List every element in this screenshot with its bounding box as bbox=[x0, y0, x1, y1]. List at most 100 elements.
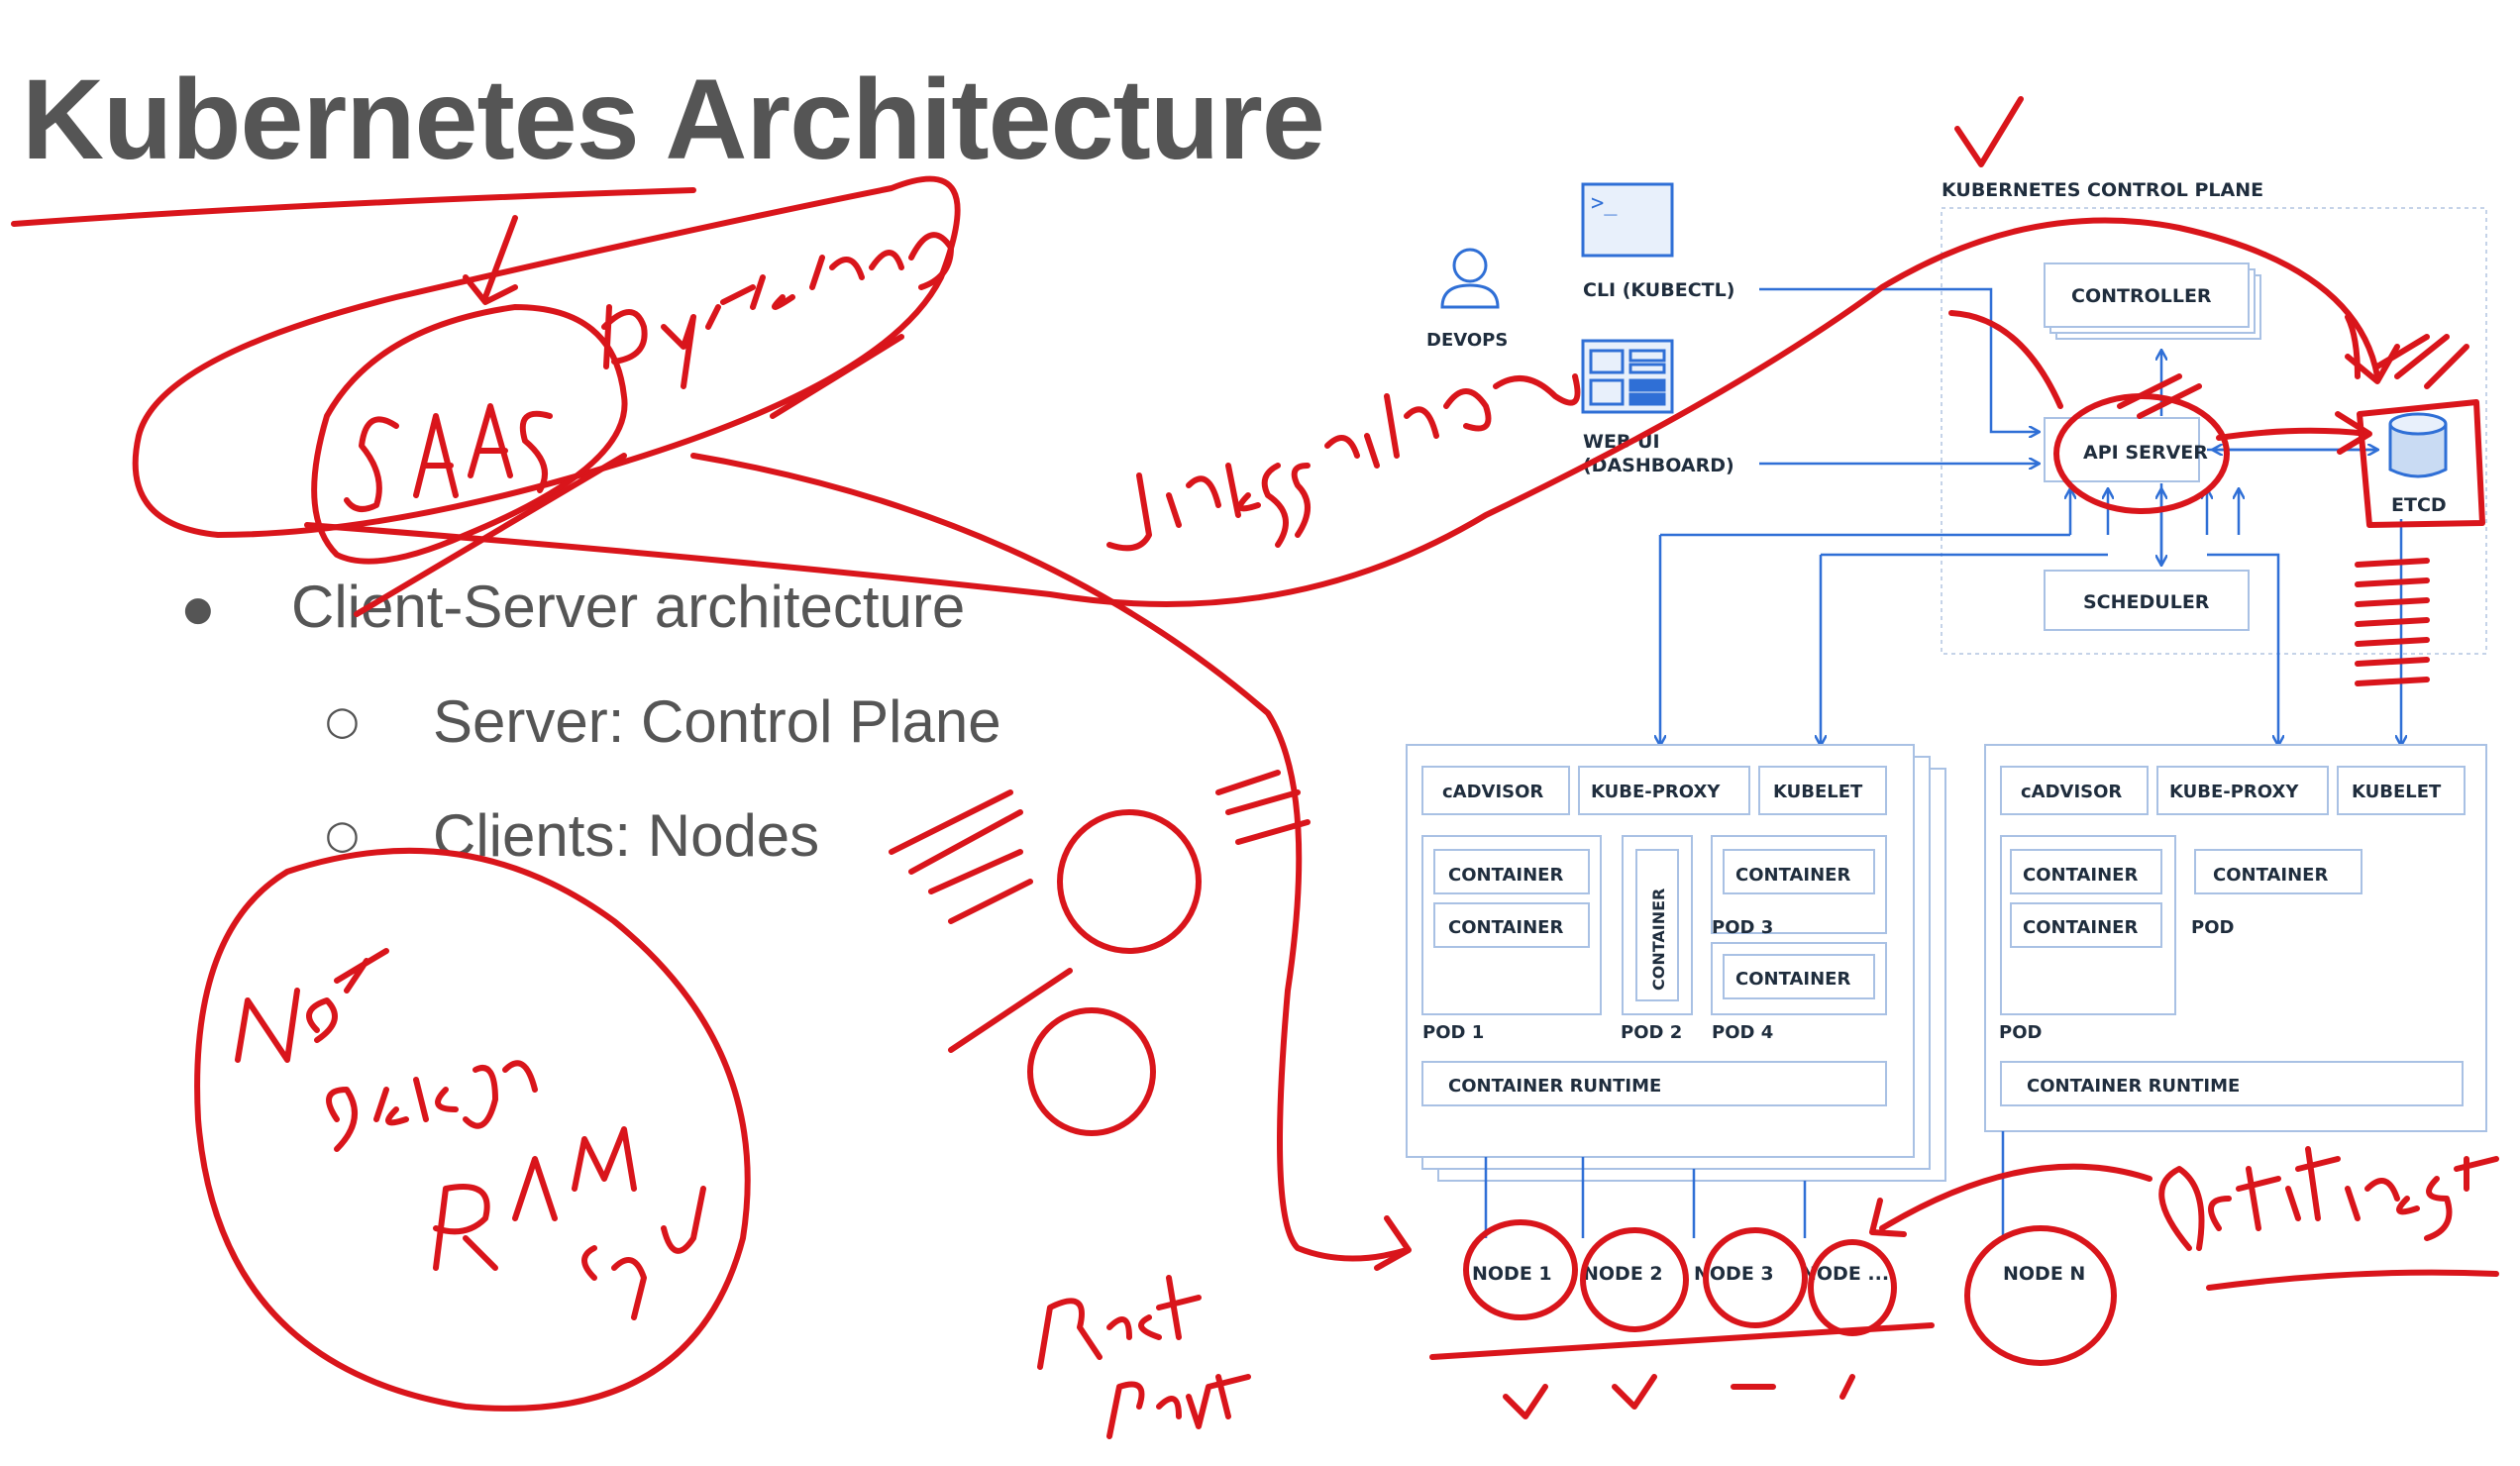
node-1-label: NODE 1 bbox=[1472, 1263, 1552, 1285]
scheduler-label: SCHEDULER bbox=[2083, 591, 2210, 613]
pod-4-label: POD 4 bbox=[1712, 1022, 1773, 1043]
pod-1-container-2 bbox=[1433, 902, 1590, 948]
node-left-kubelet-label: KUBELET bbox=[1773, 782, 1863, 802]
node-connector-lines bbox=[1484, 1131, 2005, 1238]
pod-3-label: POD 3 bbox=[1712, 917, 1773, 938]
pod-3-container bbox=[1723, 849, 1875, 894]
database-icon bbox=[2388, 412, 2448, 478]
strike-line-1 bbox=[354, 453, 627, 617]
arrow-to-saas-stroke bbox=[463, 215, 518, 305]
api-server-tick bbox=[2117, 373, 2202, 419]
node-n-label: NODE N bbox=[2003, 1263, 2085, 1285]
node-right-kubelet bbox=[2337, 766, 2466, 815]
api-server-label: API SERVER bbox=[2083, 442, 2208, 464]
node-n-circle bbox=[1964, 1225, 2117, 1366]
pod-2-label: POD 2 bbox=[1621, 1022, 1682, 1043]
etcd-marks-stroke bbox=[2345, 314, 2469, 389]
pod-4-container bbox=[1723, 954, 1875, 999]
bullet-marker-3: ○ bbox=[325, 812, 360, 858]
node-left-kubelet bbox=[1758, 766, 1887, 815]
node-right-cadvisor bbox=[2000, 766, 2149, 815]
resources-circle-stroke bbox=[194, 847, 751, 1412]
pod-1-label: POD 1 bbox=[1422, 1022, 1484, 1043]
node-left-cadvisor bbox=[1421, 766, 1570, 815]
activegate-arrow-stroke bbox=[1879, 1163, 2152, 1231]
node-right-runtime-label: CONTAINER RUNTIME bbox=[2027, 1076, 2240, 1097]
node-ticks-stroke bbox=[1503, 1374, 1855, 1419]
curve-to-nodes-arrowhead bbox=[1374, 1215, 1412, 1271]
pod-2-container-label: CONTAINER bbox=[1649, 889, 1668, 991]
node-right-pod-b-container bbox=[2194, 849, 2362, 894]
node-right-kubeproxy bbox=[2156, 766, 2329, 815]
node-left-kubeproxy bbox=[1578, 766, 1750, 815]
integration-text-stroke bbox=[1106, 373, 1581, 552]
devops-label: DEVOPS bbox=[1426, 330, 1508, 351]
node-2-label: NODE 2 bbox=[1583, 1263, 1663, 1285]
controller-label: CONTROLLER bbox=[2071, 285, 2212, 307]
node-3-circle bbox=[1703, 1227, 1808, 1328]
controller-box bbox=[2044, 262, 2250, 328]
api-etcd-arrowhead bbox=[2335, 411, 2372, 455]
pod-3-container-label: CONTAINER bbox=[1735, 865, 1850, 886]
saas-oval-stroke bbox=[311, 304, 628, 565]
node-right-pod-a-container-1-label: CONTAINER bbox=[2023, 865, 2138, 886]
bullet-server-control-plane: Server: Control Plane bbox=[433, 688, 1001, 755]
rest-point-text-stroke bbox=[1037, 1275, 1251, 1439]
net-text-stroke bbox=[235, 948, 389, 1063]
pod-1-container-1-label: CONTAINER bbox=[1448, 865, 1563, 886]
node-right-cadvisor-label: cADVISOR bbox=[2021, 782, 2122, 802]
node-right-pod-b-container-label: CONTAINER bbox=[2213, 865, 2328, 886]
node-right-kubelet-label: KUBELET bbox=[2352, 782, 2442, 802]
node-strike-stroke bbox=[1429, 1322, 1935, 1360]
scheduler-box bbox=[2044, 570, 2250, 631]
bullet-marker-1: ● bbox=[183, 589, 213, 629]
cli-label: CLI (KUBECTL) bbox=[1583, 279, 1734, 301]
api-etcd-arrow-stroke bbox=[2216, 427, 2370, 441]
activegate-text-stroke bbox=[2158, 1146, 2499, 1251]
api-server-box bbox=[2044, 417, 2200, 482]
saas-loop-stroke bbox=[132, 175, 961, 538]
sun-circle-stroke bbox=[1057, 809, 1202, 954]
node-right-runtime bbox=[2000, 1061, 2464, 1106]
node-2-circle bbox=[1580, 1227, 1689, 1332]
bullet-marker-2: ○ bbox=[325, 698, 360, 744]
etcd-label: ETCD bbox=[2391, 494, 2447, 516]
activegate-arrowhead bbox=[1869, 1198, 1907, 1237]
api-arrow-stroke bbox=[1948, 310, 2063, 409]
devops-person-icon bbox=[1440, 248, 1500, 309]
cli-prompt: >_ bbox=[1591, 191, 1618, 216]
ram-text-stroke bbox=[433, 1126, 637, 1271]
dashboard-icon bbox=[1581, 339, 1674, 414]
slide-title: Kubernetes Architecture bbox=[22, 56, 1325, 183]
node-more-label: NODE ... bbox=[1801, 1263, 1889, 1285]
integration-wave-stroke bbox=[304, 217, 2380, 607]
curve-to-nodes-stroke bbox=[690, 453, 1410, 1262]
terminal-icon bbox=[1581, 182, 1674, 258]
node-3-label: NODE 3 bbox=[1694, 1263, 1774, 1285]
node-left-runtime-label: CONTAINER RUNTIME bbox=[1448, 1076, 1661, 1097]
strike-line-2 bbox=[770, 334, 904, 419]
control-plane-label: KUBERNETES CONTROL PLANE bbox=[1942, 179, 2263, 201]
node-right-pod-b-label: POD bbox=[2191, 917, 2234, 938]
node-right-pod-a-container-2-label: CONTAINER bbox=[2023, 917, 2138, 938]
node-right-pod-a-container-2 bbox=[2010, 902, 2162, 948]
node-right-kubeproxy-label: KUBE-PROXY bbox=[2169, 782, 2299, 802]
node-left-kubeproxy-label: KUBE-PROXY bbox=[1591, 782, 1721, 802]
cpu-text-stroke bbox=[581, 1186, 706, 1320]
control-plane-region bbox=[1941, 207, 2487, 655]
check-mark-stroke bbox=[1954, 96, 2024, 167]
storage-text-stroke bbox=[326, 1060, 538, 1152]
node-left-cadvisor-label: cADVISOR bbox=[1442, 782, 1543, 802]
title-underline-stroke bbox=[11, 187, 696, 227]
activegate-underline-stroke bbox=[2206, 1269, 2499, 1291]
node-left-runtime bbox=[1421, 1061, 1887, 1106]
node-1-circle bbox=[1463, 1219, 1578, 1320]
pod-1-container-1 bbox=[1433, 849, 1590, 894]
bullet-clients-nodes: Clients: Nodes bbox=[433, 802, 820, 869]
etcd-hatch-stroke bbox=[2355, 558, 2430, 686]
node-right-pod-a-label: POD bbox=[1999, 1022, 2042, 1043]
node-more-circle bbox=[1808, 1239, 1897, 1336]
saas-text-stroke bbox=[344, 403, 553, 512]
